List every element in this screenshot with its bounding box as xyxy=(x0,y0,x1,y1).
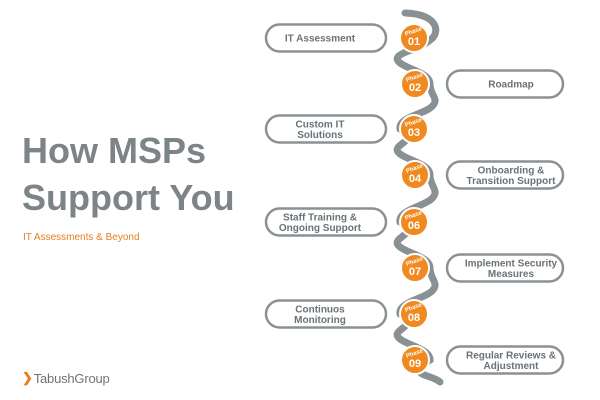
phase-step-06: Staff Training &Ongoing Support xyxy=(264,207,388,237)
phase-number: 06 xyxy=(408,220,420,232)
phase-badge-circle xyxy=(399,299,429,329)
phase-badge-circle xyxy=(400,160,430,190)
phase-number: 03 xyxy=(408,127,420,139)
phase-pill xyxy=(264,207,388,237)
phase-word: Phase xyxy=(405,163,424,175)
phase-number: 04 xyxy=(409,173,422,185)
phase-word: Phase xyxy=(404,210,423,222)
phase-word: Phase xyxy=(405,256,424,268)
subtitle: IT Assessments & Beyond xyxy=(23,232,140,243)
phase-badge-circle xyxy=(400,345,430,375)
phase-badge-circle xyxy=(399,207,429,237)
brand-logo: ❯ TabushGroup xyxy=(22,370,110,386)
phase-pill xyxy=(264,299,388,329)
phase-number: 01 xyxy=(408,36,420,48)
phase-word: Phase xyxy=(404,302,423,314)
phase-number: 08 xyxy=(408,312,420,324)
phase-pill xyxy=(445,160,565,190)
phase-label: Staff Training &Ongoing Support xyxy=(279,212,362,234)
phase-pill xyxy=(445,253,565,283)
phase-number: 07 xyxy=(409,266,421,278)
phase-step-01: IT Assessment xyxy=(264,23,388,53)
phase-pill xyxy=(264,114,388,144)
phase-step-02: Roadmap xyxy=(445,69,565,99)
phase-number: 09 xyxy=(409,358,421,370)
phase-word: Phase xyxy=(405,348,424,360)
phase-word: Phase xyxy=(405,72,424,84)
phase-badge-circle xyxy=(399,23,429,53)
phase-badge-circle xyxy=(399,114,429,144)
phase-word: Phase xyxy=(404,117,423,129)
chevron-icon: ❯ xyxy=(22,370,33,385)
phase-step-09: Regular Reviews &Adjustment xyxy=(445,345,565,375)
phase-pill xyxy=(445,345,565,375)
brand-name: TabushGroup xyxy=(33,370,110,386)
phase-pill xyxy=(264,23,388,53)
phase-number: 02 xyxy=(409,82,421,94)
page-title-line-2: Support You xyxy=(22,177,235,218)
phase-word: Phase xyxy=(404,26,423,38)
phase-badges: Phase01Phase02Phase03Phase04Phase06Phase… xyxy=(399,23,430,375)
phase-badge-circle xyxy=(400,253,430,283)
phase-label: Onboarding &Transition Support xyxy=(467,165,557,187)
phase-badge-circle xyxy=(400,69,430,99)
page-title-line-1: How MSPs xyxy=(22,130,207,171)
phase-label: Regular Reviews &Adjustment xyxy=(466,350,556,372)
phase-step-04: Onboarding &Transition Support xyxy=(445,160,565,190)
phase-label: IT Assessment xyxy=(285,34,356,45)
phase-label: Roadmap xyxy=(488,80,534,91)
phase-pill xyxy=(445,69,565,99)
